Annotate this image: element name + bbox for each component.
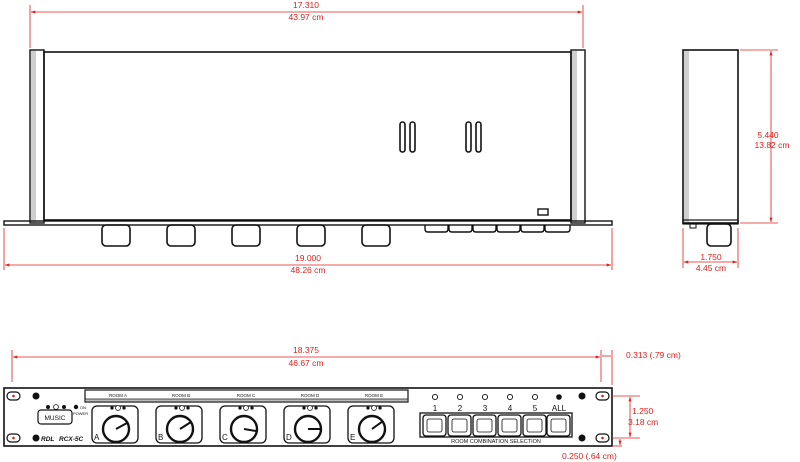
room-e-knob-module: E <box>347 405 395 444</box>
top-overall-cm: 48.26 cm <box>291 265 326 275</box>
front-view: 18.375 46.67 cm 0.313 (.79 cm) ROOM A RO… <box>3 345 681 461</box>
select-2-label: 2 <box>458 404 463 413</box>
select-1-label: 1 <box>433 404 438 413</box>
top-view: 17.310 43.97 cm 19.000 <box>3 0 613 275</box>
room-b-knob-module: B <box>155 405 203 444</box>
room-a-knob-module: A <box>91 405 139 444</box>
front-height-cm: 3.18 cm <box>628 417 658 427</box>
top-width-inch: 17.310 <box>293 0 319 10</box>
power-label: POWER <box>73 411 88 416</box>
front-width-cm: 46.67 cm <box>289 358 324 368</box>
room-a-letter: A <box>94 433 100 442</box>
select-2-button[interactable] <box>447 414 472 437</box>
on-label: ON <box>80 405 86 410</box>
room-e-header: ROOM E <box>365 393 383 398</box>
select-1-button[interactable] <box>422 414 447 437</box>
room-a-header: ROOM A <box>109 393 127 398</box>
top-width-cm: 43.97 cm <box>289 12 324 22</box>
select-4-button[interactable] <box>497 414 522 437</box>
select-3-label: 3 <box>483 404 488 413</box>
room-d-header: ROOM D <box>301 393 320 398</box>
selection-label: ROOM COMBINATION SELECTION <box>451 439 541 445</box>
side-depth-cm: 4.45 cm <box>696 263 726 273</box>
side-body <box>682 49 739 224</box>
select-all-button[interactable] <box>546 414 571 437</box>
room-e-letter: E <box>350 433 355 442</box>
chassis-body <box>43 51 572 221</box>
select-all-label: ALL <box>552 404 567 413</box>
front-panel <box>3 387 613 447</box>
left-bracket <box>29 49 45 224</box>
model-label: RCX-5C <box>59 436 84 443</box>
front-width-inch: 18.375 <box>293 345 319 355</box>
room-b-letter: B <box>158 433 163 442</box>
side-height-inch: 5.440 <box>757 130 779 140</box>
front-height-inch: 1.250 <box>632 406 654 416</box>
front-right-offset: 0.313 (.79 cm) <box>626 350 681 360</box>
music-label-box <box>37 409 73 425</box>
top-overall-inch: 19.000 <box>295 253 321 263</box>
room-c-header: ROOM C <box>237 393 256 398</box>
room-c-letter: C <box>222 433 228 442</box>
select-3-button[interactable] <box>472 414 497 437</box>
music-label: MUSIC <box>45 415 66 422</box>
right-bracket <box>570 49 586 224</box>
room-d-letter: D <box>286 433 292 442</box>
select-5-label: 5 <box>533 404 538 413</box>
room-c-knob-module: C <box>219 405 267 444</box>
room-d-knob-module: D <box>283 405 331 444</box>
room-combination-selection: 1 2 3 4 5 ALL ROOM C <box>419 393 573 445</box>
side-view: 5.440 13.82 cm 1.750 4.45 cm <box>682 49 790 273</box>
side-height-cm: 13.82 cm <box>755 140 790 150</box>
brand-label: RDL <box>41 436 54 443</box>
front-bottom-offset: 0.250 (.64 cm) <box>562 451 617 461</box>
room-b-header: ROOM B <box>172 393 190 398</box>
select-5-button[interactable] <box>522 414 547 437</box>
side-depth-inch: 1.750 <box>700 252 722 262</box>
select-4-label: 4 <box>508 404 513 413</box>
